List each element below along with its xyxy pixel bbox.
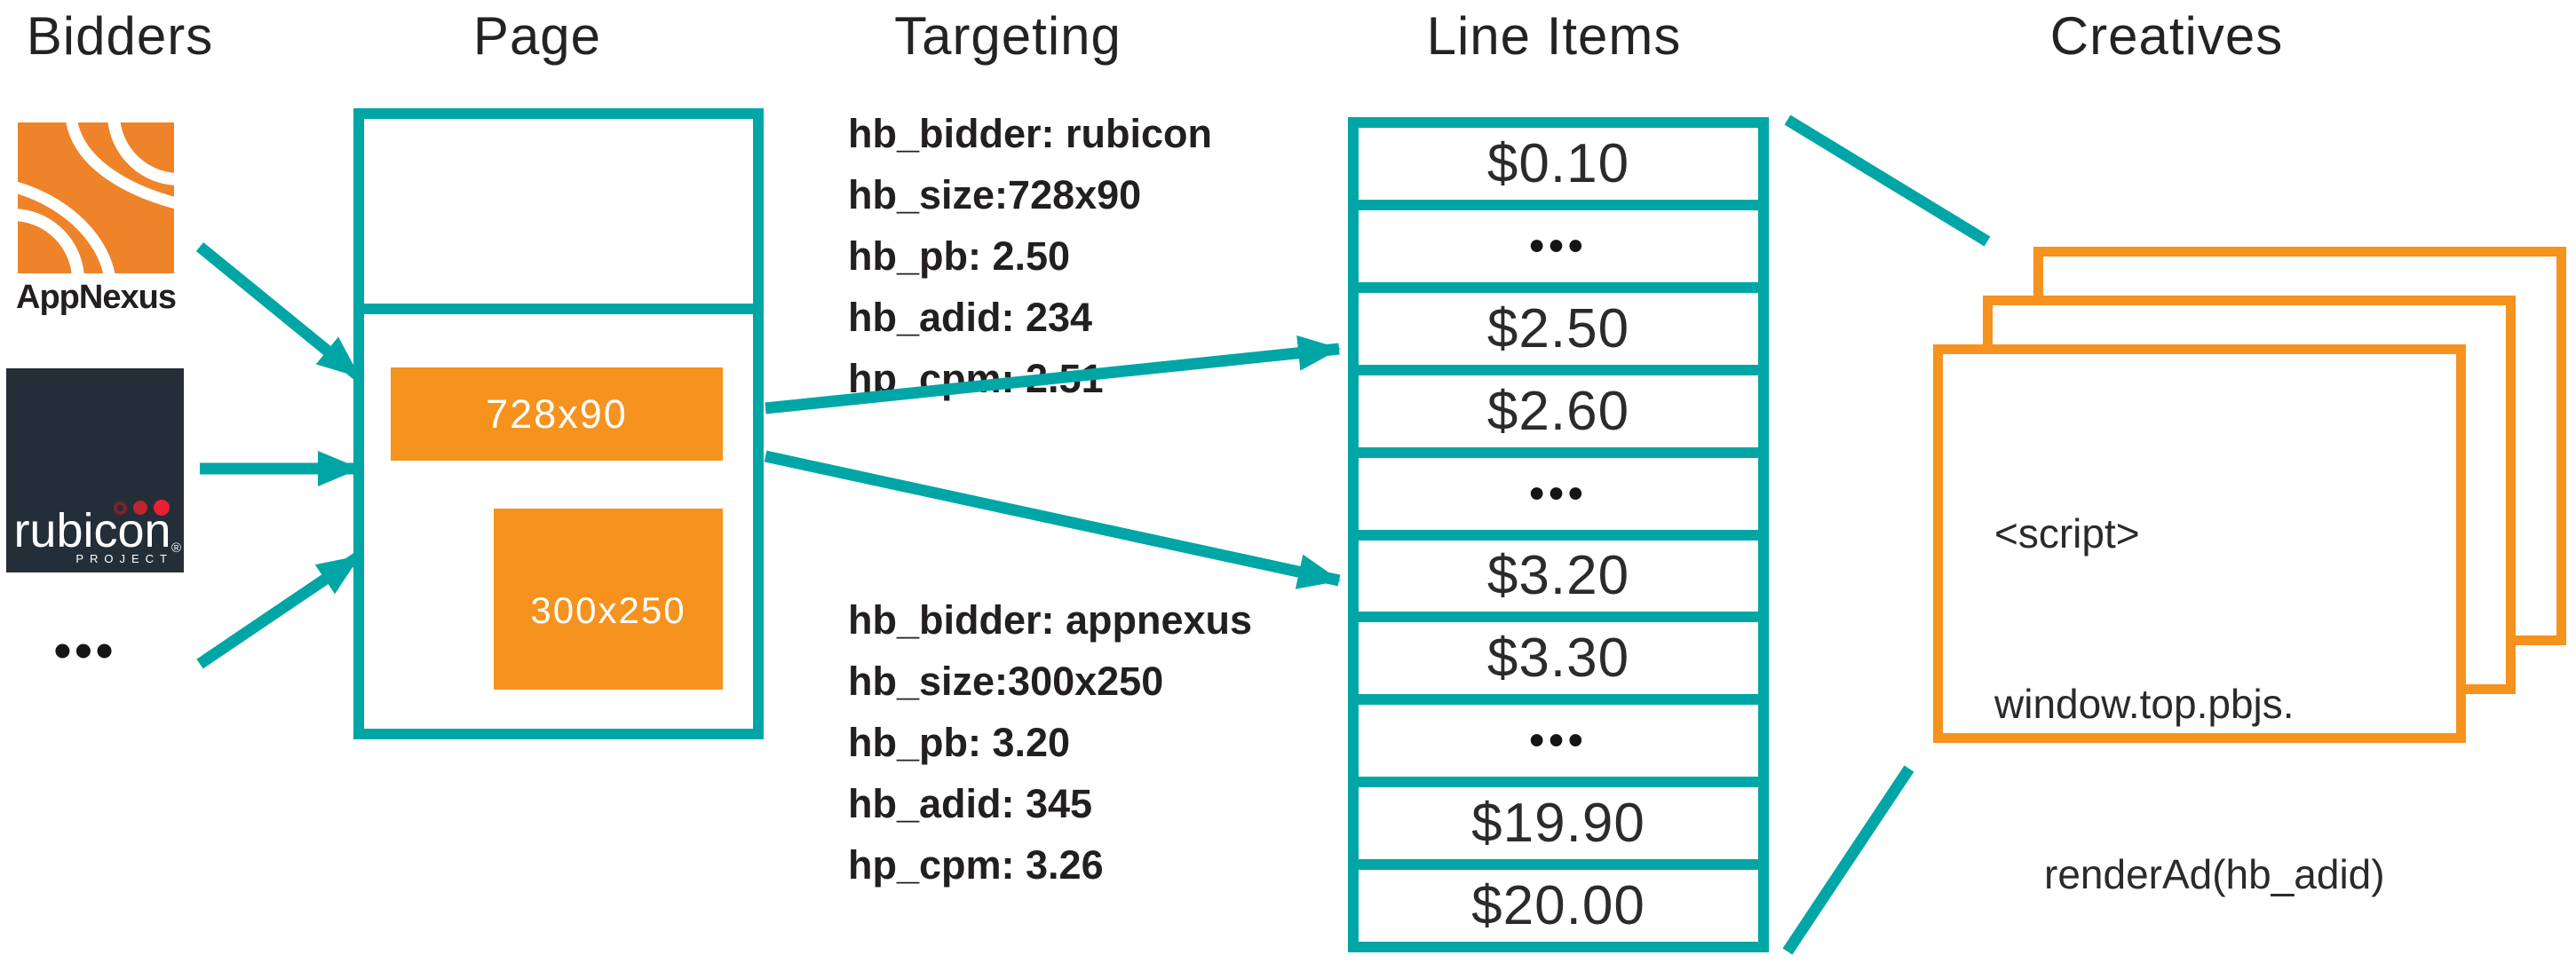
arrow-page-to-line-item-320	[764, 450, 1341, 589]
page-section-divider	[353, 304, 764, 314]
rubicon-wordmark: rubicon	[13, 504, 171, 557]
line-item-row: $2.50	[1359, 292, 1758, 365]
connector-line-items-top-to-creatives	[1784, 114, 1991, 247]
line-item-row-ellipsis: •••	[1359, 705, 1758, 778]
column-header-page: Page	[472, 5, 602, 66]
connector-line-items-bottom-to-creatives	[1782, 765, 1914, 955]
creative-card-front: <script> window.top.pbjs. renderAd(hb_ad…	[1933, 344, 2466, 897]
line-item-row: $20.00	[1359, 870, 1758, 943]
column-header-targeting: Targeting	[894, 5, 1122, 66]
rubicon-dot-mid-icon	[133, 501, 147, 515]
line-item-row: $3.30	[1359, 622, 1758, 695]
more-bidders-ellipsis: •••	[53, 622, 117, 678]
rubicon-dot-outline-icon	[114, 501, 127, 515]
rubicon-logo-dots-icon	[114, 500, 170, 516]
script-line: window.top.pbjs.	[1994, 681, 2295, 727]
ad-slot-728x90: 728x90	[391, 367, 723, 461]
creative-script-snippet: <script> window.top.pbjs. renderAd(hb_ad…	[1994, 391, 2385, 963]
targeting-line: hb_bidder: rubicon	[848, 111, 1212, 156]
script-line: renderAd(hb_adid)	[2044, 851, 2385, 897]
appnexus-logo-icon	[11, 115, 181, 280]
rubicon-registered-mark: ®	[170, 541, 181, 556]
targeting-block-appnexus: hb_bidder: appnexus hb_size:300x250 hb_p…	[848, 589, 1252, 896]
appnexus-label: AppNexus	[16, 279, 177, 316]
targeting-line: hb_size:728x90	[848, 172, 1142, 217]
targeting-line: hb_adid: 234	[848, 295, 1093, 340]
column-header-creatives: Creatives	[2049, 5, 2284, 66]
column-header-line-items: Line Items	[1426, 5, 1682, 66]
line-item-row-ellipsis: •••	[1359, 457, 1758, 530]
line-item-row: $0.10	[1359, 128, 1758, 200]
ad-slot-300x250: 300x250	[494, 509, 723, 690]
column-header-bidders: Bidders	[26, 5, 214, 66]
rubicon-project-subtitle: PROJECT	[75, 552, 173, 565]
line-item-row: $3.20	[1359, 540, 1758, 612]
targeting-line: hp_cpm: 3.26	[848, 842, 1104, 888]
targeting-line: hb_pb: 2.50	[848, 233, 1071, 279]
line-item-row-ellipsis: •••	[1359, 209, 1758, 282]
targeting-block-rubicon: hb_bidder: rubicon hb_size:728x90 hb_pb:…	[848, 103, 1212, 409]
script-line: <script>	[1994, 510, 2140, 556]
line-item-row: $2.60	[1359, 375, 1758, 447]
line-item-row: $19.90	[1359, 787, 1758, 860]
arrow-appnexus-to-page	[195, 241, 363, 382]
targeting-line: hb_bidder: appnexus	[848, 597, 1253, 643]
arrow-more-bidders-to-page	[196, 551, 362, 669]
line-items-table: $0.10 ••• $2.50 $2.60 ••• $3.20 $3.30 ••…	[1348, 117, 1769, 952]
targeting-line: hb_pb: 3.20	[848, 720, 1071, 765]
targeting-line: hp_cpm: 2.51	[848, 356, 1104, 401]
rubicon-project-logo: rubicon ® PROJECT	[6, 368, 184, 572]
targeting-line: hb_size:300x250	[848, 659, 1164, 704]
targeting-line: hb_adid: 345	[848, 781, 1093, 826]
rubicon-dot-bright-icon	[154, 500, 170, 516]
